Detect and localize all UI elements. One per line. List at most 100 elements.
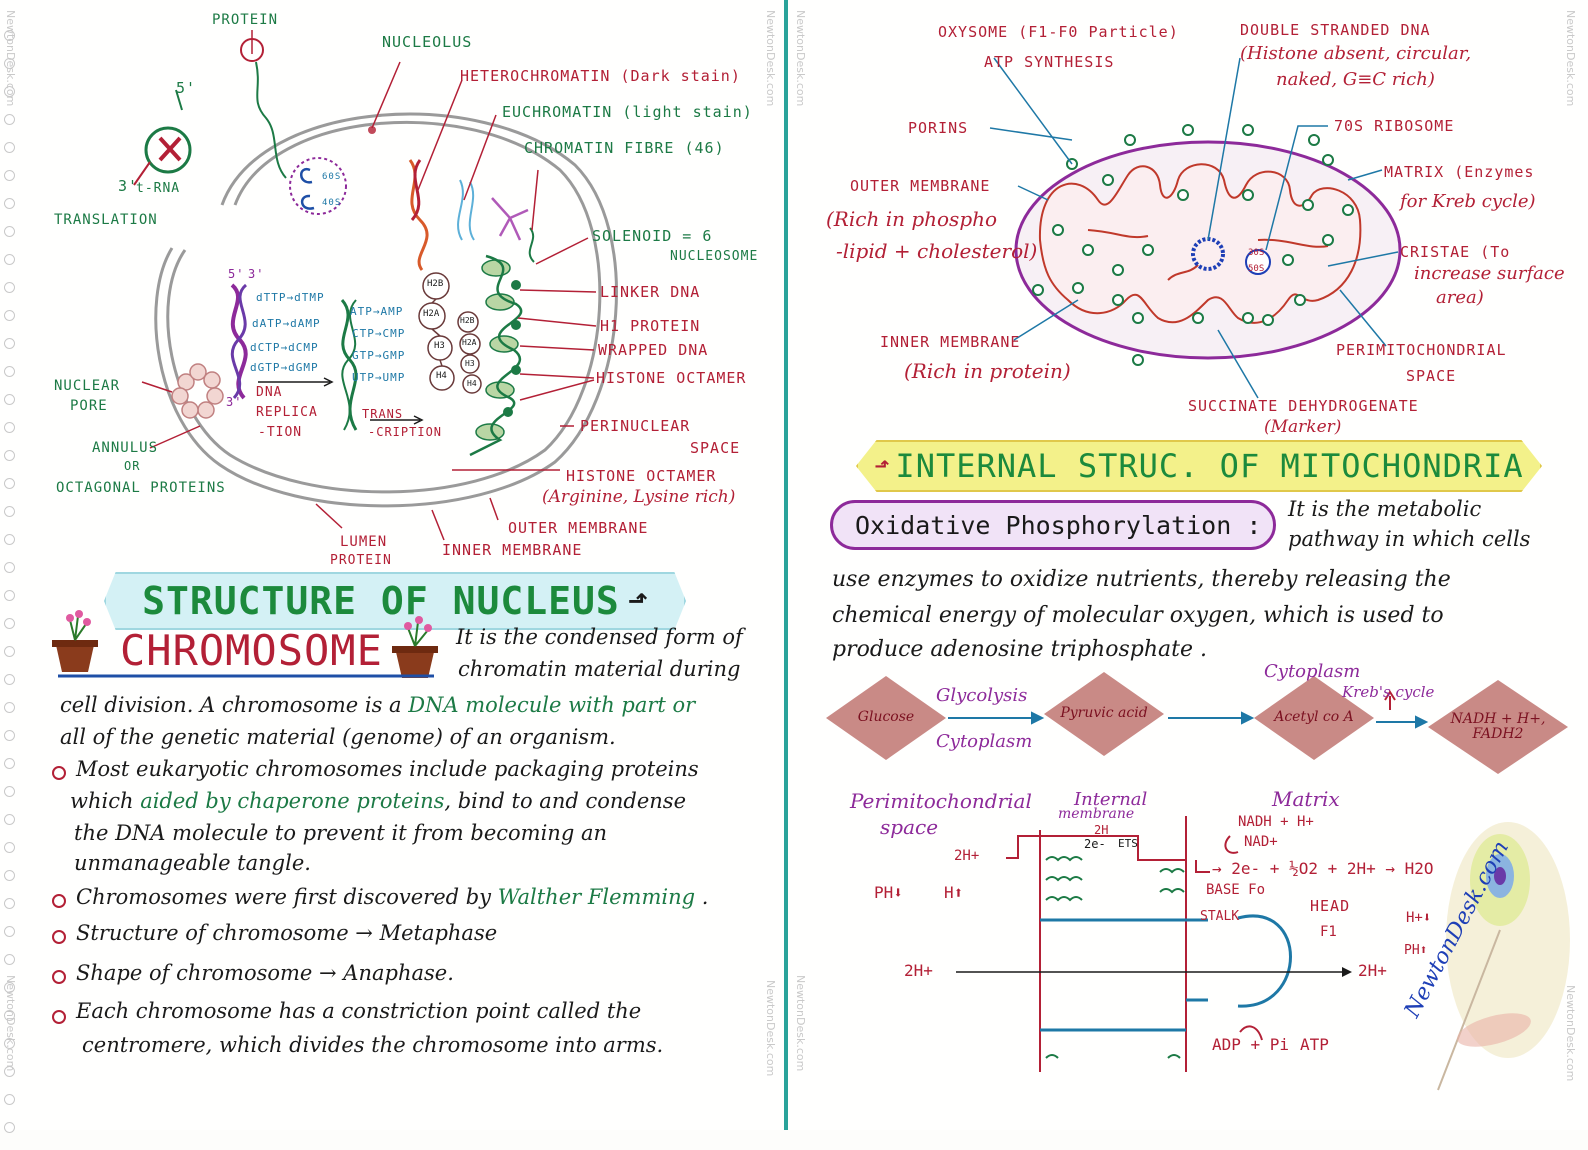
etc-label-h-up: H⬆ xyxy=(944,883,964,902)
label-outer-membrane: OUTER MEMBRANE xyxy=(508,519,649,537)
label-cristae-note-2: area) xyxy=(1436,287,1484,308)
etc-label-matrix: Matrix xyxy=(1272,787,1340,811)
label-ribosome-30s: 30S xyxy=(1248,248,1265,258)
watermark: NewtonDesk.com xyxy=(1564,985,1577,1082)
label-rich-phospho-2: -lipid + cholesterol) xyxy=(836,239,1038,263)
flow-label-glycolysis: Glycolysis xyxy=(936,685,1028,706)
ring-holes-left xyxy=(4,30,15,1150)
label-lumen-protein: PROTEIN xyxy=(330,553,392,568)
label-octagonal: OCTAGONAL PROTEINS xyxy=(56,480,226,496)
ntp-1: ATP→AMP xyxy=(350,305,404,318)
etc-label-ph-down: PH⬇ xyxy=(874,883,903,902)
label-perinuclear: PERINUCLEAR xyxy=(580,417,691,435)
label-inner-membrane: INNER MEMBRANE xyxy=(442,541,583,559)
label-porins: PORINS xyxy=(908,119,969,137)
oxphos-intro-line-2: pathway in which cells xyxy=(1288,527,1531,551)
chromosome-heading: CHROMOSOME xyxy=(120,626,383,675)
banner-title: INTERNAL STRUC. OF MITOCHONDRIA xyxy=(895,447,1524,485)
label-protein: PROTEIN xyxy=(212,12,279,28)
label-heterochromatin: HETEROCHROMATIN (Dark stain) xyxy=(460,67,741,85)
flower-pot-icon xyxy=(52,610,98,672)
etc-label-reaction: → 2e- + ½O2 + 2H+ → H2O xyxy=(1212,859,1434,878)
label-rich-protein: (Rich in protein) xyxy=(904,359,1071,383)
etc-label-nad: NAD+ xyxy=(1244,834,1278,850)
flow-arrows xyxy=(948,690,1429,729)
etc-label-ets: ETS xyxy=(1118,837,1138,850)
histone-small-label-h2b: H2B xyxy=(460,316,475,325)
label-oxysome: OXYSOME (F1-F0 Particle) xyxy=(938,23,1179,41)
bullet-2: Chromosomes were first discovered by Wal… xyxy=(76,885,709,909)
label-histone-octamer: HISTONE OCTAMER xyxy=(596,369,747,387)
label-lumen: LUMEN xyxy=(340,534,388,550)
dntp-2: dATP→dAMP xyxy=(252,317,321,330)
label-succinate: SUCCINATE DEHYDROGENATE xyxy=(1188,397,1419,415)
label-nucleosome: NUCLEOSOME xyxy=(670,249,759,264)
bullet-5-line-1: Each chromosome has a constriction point… xyxy=(76,999,642,1023)
histone-label-h2b: H2B xyxy=(427,279,444,289)
histone-label-h2a: H2A xyxy=(423,309,440,319)
label-marker: (Marker) xyxy=(1264,417,1342,437)
label-matrix: MATRIX (Enzymes xyxy=(1384,163,1535,181)
label-pore: PORE xyxy=(70,398,108,414)
oxphos-line-5: produce adenosine triphosphate . xyxy=(832,637,1207,662)
oxphos-heading: Oxidative Phosphorylation : xyxy=(855,510,1262,540)
etc-label-base-fo: BASE Fo xyxy=(1206,882,1266,898)
label-70s-ribosome: 70S RIBOSOME xyxy=(1334,117,1455,135)
watermark: NewtonDesk.com xyxy=(794,975,807,1072)
flower-pot-icon xyxy=(392,616,438,678)
dntp-4: dGTP→dGMP xyxy=(250,361,319,374)
label-perimitochondrial: PERIMITOCHONDRIAL xyxy=(1336,341,1507,359)
etc-label-membrane: membrane xyxy=(1058,806,1135,822)
label-euchromatin: EUCHROMATIN (light stain) xyxy=(502,103,753,121)
histone-small-label-h4: H4 xyxy=(467,379,477,388)
watermark: NewtonDesk.com xyxy=(794,10,807,107)
etc-label-space: space xyxy=(880,815,939,839)
etc-diagram xyxy=(956,816,1570,1091)
bullet-1-line-1: Most eukaryotic chromosomes include pack… xyxy=(76,757,699,781)
chromosome-intro-line-2: chromatin material during xyxy=(458,657,741,681)
label-transcription-1: TRANS xyxy=(362,407,404,421)
arrow-icon: ⬏ xyxy=(874,455,890,477)
label-nucleolus: NUCLEOLUS xyxy=(382,33,473,51)
dntp-3: dCTP→dCMP xyxy=(250,341,319,354)
etc-label-f1: F1 xyxy=(1320,924,1337,940)
right-page: NewtonDesk.com NewtonDesk.com NewtonDesk… xyxy=(788,0,1588,1130)
histone-small-label-h3: H3 xyxy=(465,359,475,368)
etc-label-atp: ATP xyxy=(1300,1035,1329,1054)
label-dna-3-prime-bottom: 3' xyxy=(226,395,243,409)
etc-label-2h-plus: 2H+ xyxy=(954,848,980,864)
label-trna: t-RNA xyxy=(136,181,181,196)
etc-label-2e: 2e- xyxy=(1084,837,1106,851)
bullet-4: Shape of chromosome → Anaphase. xyxy=(76,961,454,985)
label-histone-octamer-2: HISTONE OCTAMER xyxy=(566,467,717,485)
bullet-icon xyxy=(52,930,66,944)
label-ribosome-40s: 40S xyxy=(322,198,342,208)
etc-label-h-down: H+⬇ xyxy=(1406,910,1432,926)
structure-of-nucleus-banner: STRUCTURE OF NUCLEUS ⬏ xyxy=(104,572,686,630)
watermark: NewtonDesk.com xyxy=(764,980,777,1077)
label-nuclear: NUCLEAR xyxy=(54,378,121,394)
etc-label-internal: Internal xyxy=(1074,789,1148,810)
etc-label-2h-left: 2H+ xyxy=(904,961,933,980)
ntp-4: UTP→UMP xyxy=(352,371,406,384)
watermark: NewtonDesk.com xyxy=(4,975,17,1072)
label-chromatin-fibre: CHROMATIN FIBRE (46) xyxy=(524,139,725,157)
watermark: NewtonDesk.com xyxy=(4,10,17,107)
label-translation: TRANSLATION xyxy=(54,212,158,228)
feather-icon xyxy=(1437,822,1570,1091)
bullet-3: Structure of chromosome → Metaphase xyxy=(76,921,498,945)
label-h1-protein: H1 PROTEIN xyxy=(600,317,701,335)
oxphos-line-4: chemical energy of molecular oxygen, whi… xyxy=(832,603,1444,628)
watermark: NewtonDesk.com xyxy=(764,10,777,107)
chromosome-def-line-1: cell division. A chromosome is a DNA mol… xyxy=(60,693,696,717)
ntp-2: CTP→CMP xyxy=(352,327,406,340)
etc-label-stalk: STALK xyxy=(1200,909,1240,924)
flow-label-cytoplasm-2: Cytoplasm xyxy=(1264,661,1361,682)
dntp-1: dTTP→dTMP xyxy=(256,291,325,304)
watermark: NewtonDesk.com xyxy=(1564,10,1577,107)
label-or: OR xyxy=(124,459,141,473)
etc-label-perimito: Perimitochondrial xyxy=(850,789,1032,813)
label-matrix-note: for Kreb cycle) xyxy=(1400,191,1536,212)
bullet-1-line-2: which aided by chaperone proteins, bind … xyxy=(70,789,686,813)
label-outer-membrane: OUTER MEMBRANE xyxy=(850,177,991,195)
